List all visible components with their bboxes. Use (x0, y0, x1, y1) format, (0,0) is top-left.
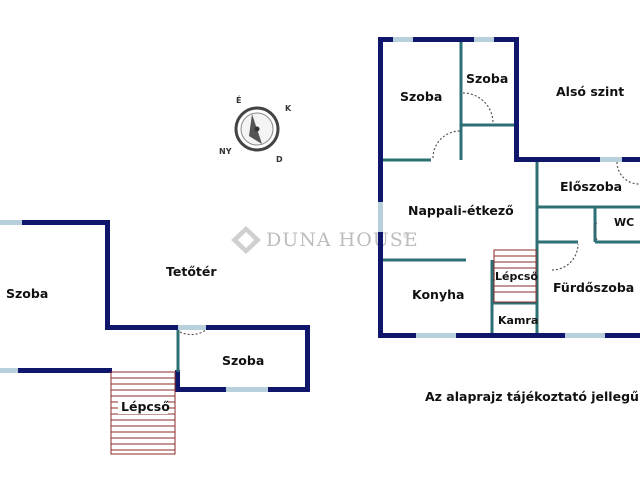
lower-door-swing-3 (616, 161, 640, 185)
lower-door-swing-5 (593, 221, 598, 241)
lower-window-4 (416, 333, 456, 338)
upper-wall-top-left (0, 220, 110, 225)
upper-window-1 (0, 220, 22, 225)
compass-west: NY (219, 147, 232, 156)
lower-door-swing-1 (462, 92, 494, 124)
watermark-brand: DUNA HOUSE (266, 229, 419, 251)
lower-wall-mid-right (514, 157, 640, 162)
lower-floor-plan: Szoba Szoba Alsó szint Nappali-étkező El… (378, 37, 640, 338)
compass-east: K (285, 104, 292, 113)
lower-wall-bottom (378, 333, 640, 338)
lower-living-dining-label: Nappali-étkező (408, 203, 514, 218)
lower-floor-title: Alsó szint (556, 84, 624, 99)
upper-room-right-label: Szoba (222, 353, 264, 368)
upper-floor-plan: Szoba Tetőtér Szoba Lépcső (0, 220, 310, 455)
lower-wc-label: WC (614, 216, 634, 229)
compass-north: É (236, 94, 241, 105)
disclaimer-text: Az alaprajz tájékoztató jellegű. (425, 389, 640, 404)
upper-door-gap (178, 325, 206, 330)
lower-kitchen-label: Konyha (412, 287, 464, 302)
upper-stairs-label-bg (118, 398, 168, 414)
upper-door-swing (179, 329, 207, 336)
lower-stairs-label-bg (495, 269, 535, 283)
upper-window-2 (0, 368, 18, 373)
lower-wall-top-right (514, 37, 519, 162)
lower-window-5 (565, 333, 605, 338)
lower-door-swing-2 (432, 130, 461, 159)
upper-stairs-label: Lépcső (121, 399, 170, 414)
upper-window-3 (226, 387, 268, 392)
upper-wall-right-left (105, 220, 110, 330)
lower-wall-top (378, 37, 519, 42)
watermark-registered: ® (402, 231, 411, 240)
lower-room-a-label: Szoba (400, 89, 442, 104)
lower-bathroom-label: Fürdőszoba (553, 280, 634, 295)
duna-house-watermark: DUNA HOUSE ® (231, 226, 419, 254)
lower-wall-left (378, 37, 383, 338)
lower-hall-label: Előszoba (560, 179, 622, 194)
upper-wall-right (305, 325, 310, 392)
lower-stairs-label: Lépcső (495, 270, 538, 283)
lower-window-3 (378, 202, 383, 232)
compass-icon: É K D NY (219, 94, 292, 164)
lower-room-b-label: Szoba (466, 71, 508, 86)
upper-floor-title: Tetőtér (166, 264, 217, 279)
lower-window-2 (474, 37, 494, 42)
lower-window-6 (600, 157, 622, 162)
upper-wall-lower-left (0, 368, 112, 373)
upper-wall-bottom-left (175, 370, 180, 392)
duna-house-logo-icon (231, 226, 261, 254)
lower-door-swing-4 (551, 243, 579, 271)
lower-window-1 (393, 37, 413, 42)
upper-wall-mid (105, 325, 310, 330)
upper-room-left-label: Szoba (6, 286, 48, 301)
compass-south: D (276, 155, 283, 164)
lower-pantry-label: Kamra (498, 314, 538, 327)
